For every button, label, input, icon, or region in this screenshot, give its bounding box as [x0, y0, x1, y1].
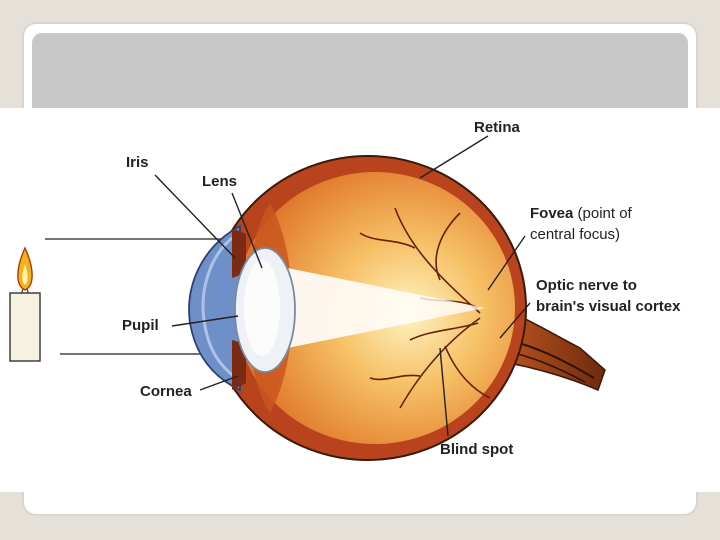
eye-diagram: Retina Iris Lens Fovea (point of central… [0, 108, 720, 492]
light-rays [238, 258, 485, 358]
iris [232, 228, 246, 278]
pupil-label: Pupil [122, 317, 159, 334]
slide-title-bar [32, 33, 688, 111]
leader-lines [154, 135, 531, 437]
fovea-note-1: (point of [573, 205, 632, 222]
candle-illustration [9, 246, 41, 362]
retina-label: Retina [474, 119, 520, 136]
fovea-note-2: central focus) [530, 226, 621, 243]
iris-label: Iris [126, 154, 149, 171]
fovea-label: Fovea (point of [530, 204, 632, 223]
blind-spot-label: Blind spot [440, 441, 514, 458]
fovea-term: Fovea [530, 205, 574, 222]
lens-label: Lens [202, 173, 238, 190]
optic-nerve-label-2: brain's visual cortex [536, 298, 681, 315]
eye-illustration [9, 135, 606, 461]
cornea-label: Cornea [140, 383, 192, 400]
optic-nerve-label-1: Optic nerve to [536, 277, 637, 294]
